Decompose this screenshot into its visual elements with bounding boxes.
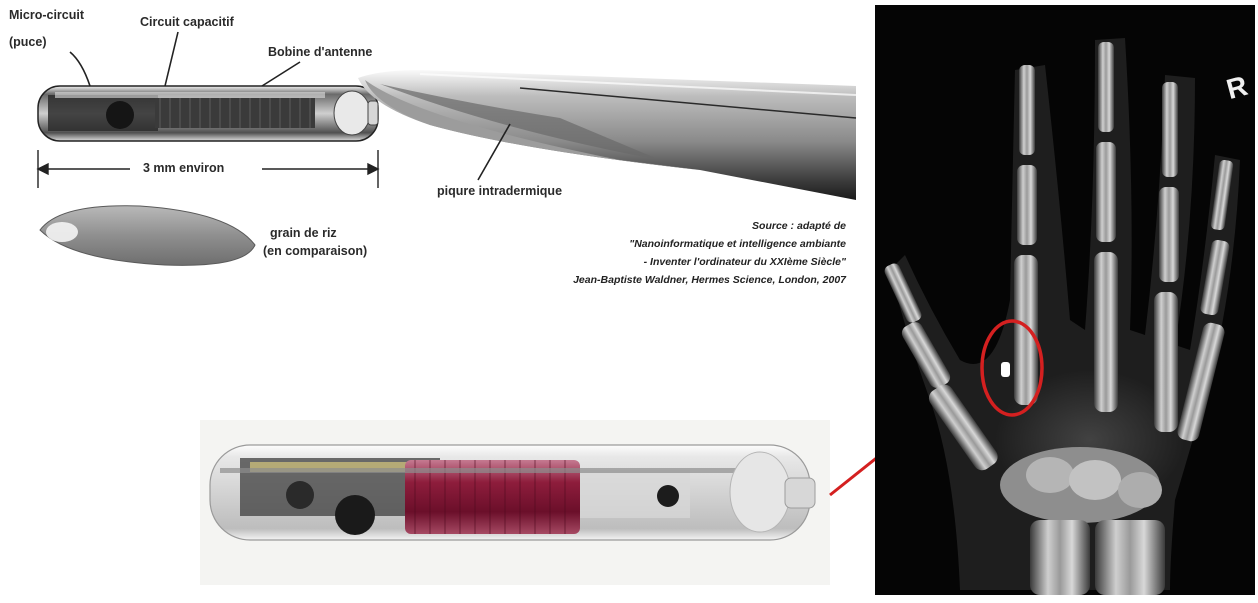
source-line-4: Jean-Baptiste Waldner, Hermes Science, L… (573, 273, 846, 288)
label-grain: grain de riz (270, 226, 337, 241)
label-micro-circuit-sub: (puce) (9, 35, 47, 50)
callout-lines (70, 32, 300, 86)
rfid-capsule-diagram (38, 86, 378, 141)
label-piqure: piqure intradermique (437, 184, 562, 199)
hand-xray (875, 5, 1255, 595)
label-micro-circuit: Micro-circuit (9, 8, 84, 23)
source-line-3: - Inventer l'ordinateur du XXIème Siècle… (644, 255, 846, 270)
label-grain-sub: (en comparaison) (263, 244, 367, 259)
needle-bevel (358, 70, 856, 200)
source-line-1: Source : adapté de (752, 219, 846, 234)
rice-grain (40, 206, 255, 266)
source-line-2: "Nanoinformatique et intelligence ambian… (629, 237, 846, 252)
rfid-capsule-photo (200, 420, 830, 585)
label-circuit-capacitif: Circuit capacitif (140, 15, 234, 30)
label-dimension: 3 mm environ (143, 161, 224, 176)
label-bobine: Bobine d'antenne (268, 45, 372, 60)
